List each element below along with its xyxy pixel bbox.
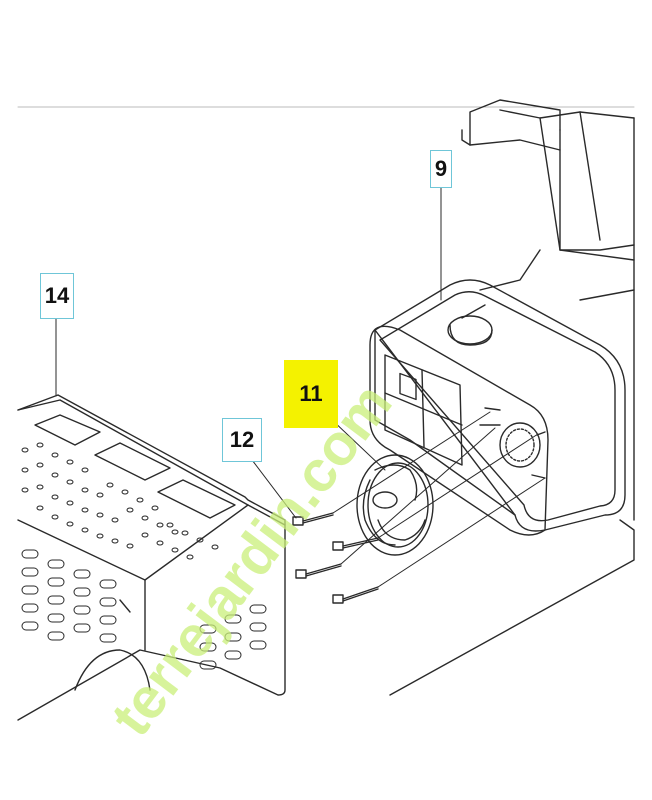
cover-holes <box>21 442 219 560</box>
cover-louvers <box>21 549 267 670</box>
engine-housing <box>389 99 635 696</box>
screws-part-12 <box>292 512 379 604</box>
air-filter-cover-part-14 <box>17 394 286 721</box>
rubber-seal-part-11 <box>356 454 434 556</box>
air-filter-base-part-9 <box>369 279 626 536</box>
assembly-lines <box>332 411 546 588</box>
callout-12: 12 <box>222 418 262 462</box>
leader-lines <box>55 187 442 519</box>
callout-11-highlighted: 11 <box>284 360 338 428</box>
callout-14: 14 <box>40 273 74 319</box>
callout-9: 9 <box>430 150 452 188</box>
